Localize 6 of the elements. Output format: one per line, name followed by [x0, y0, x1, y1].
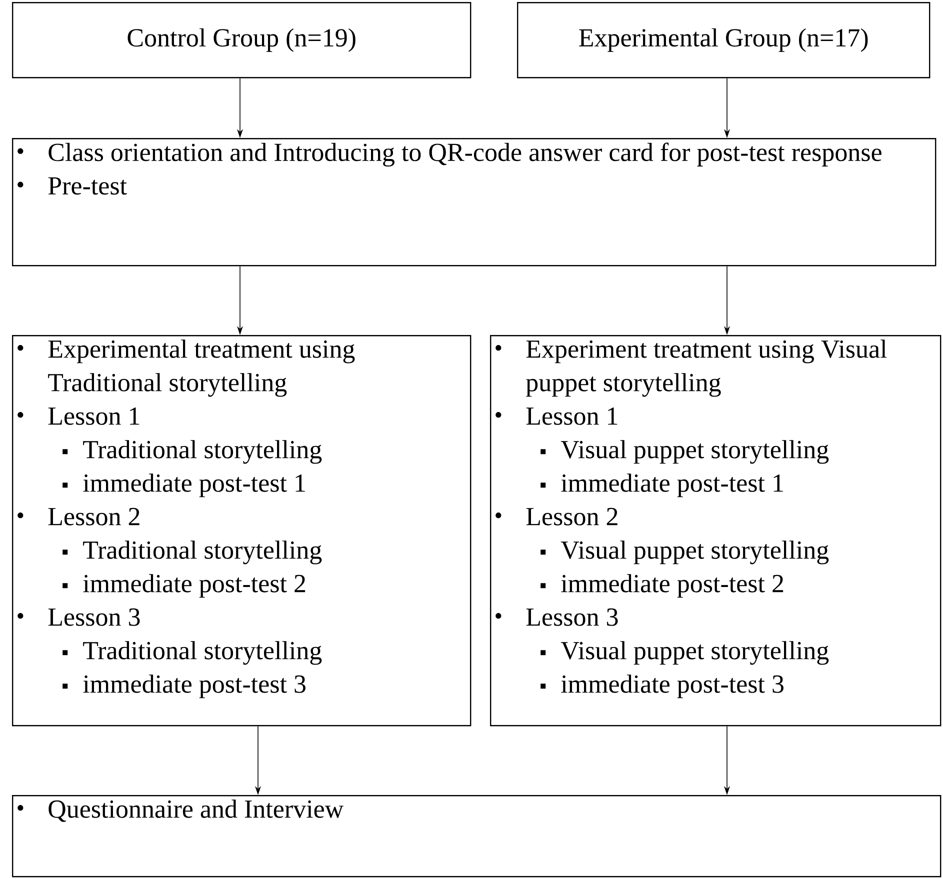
step-box: Experiment treatment using Visual puppet storytelling Lesson 1 Visual puppet storytelling immediate post-test 1 Lesson 2 Visual puppet storytelling immediate post-test 2 Lesson 3 Visual puppet storytelling immediate post-test 3 — [490, 335, 942, 726]
heading-box: Control Group (n=19) — [12, 2, 472, 78]
step-box: Questionnaire and Interview — [12, 795, 942, 878]
step-box: Experimental treatment using Traditional storytelling Lesson 1 Traditional storytelling immediate post-test 1 Lesson 2 Traditional storytelling immediate post-test 2 Lesson 3 Traditional storytelling immediate post-test 3 — [12, 335, 472, 726]
step-box: Class orientation and Introducing to QR-code answer card for post-test response Pre-test — [12, 138, 936, 266]
heading-box: Experimental Group (n=17) — [517, 2, 930, 78]
